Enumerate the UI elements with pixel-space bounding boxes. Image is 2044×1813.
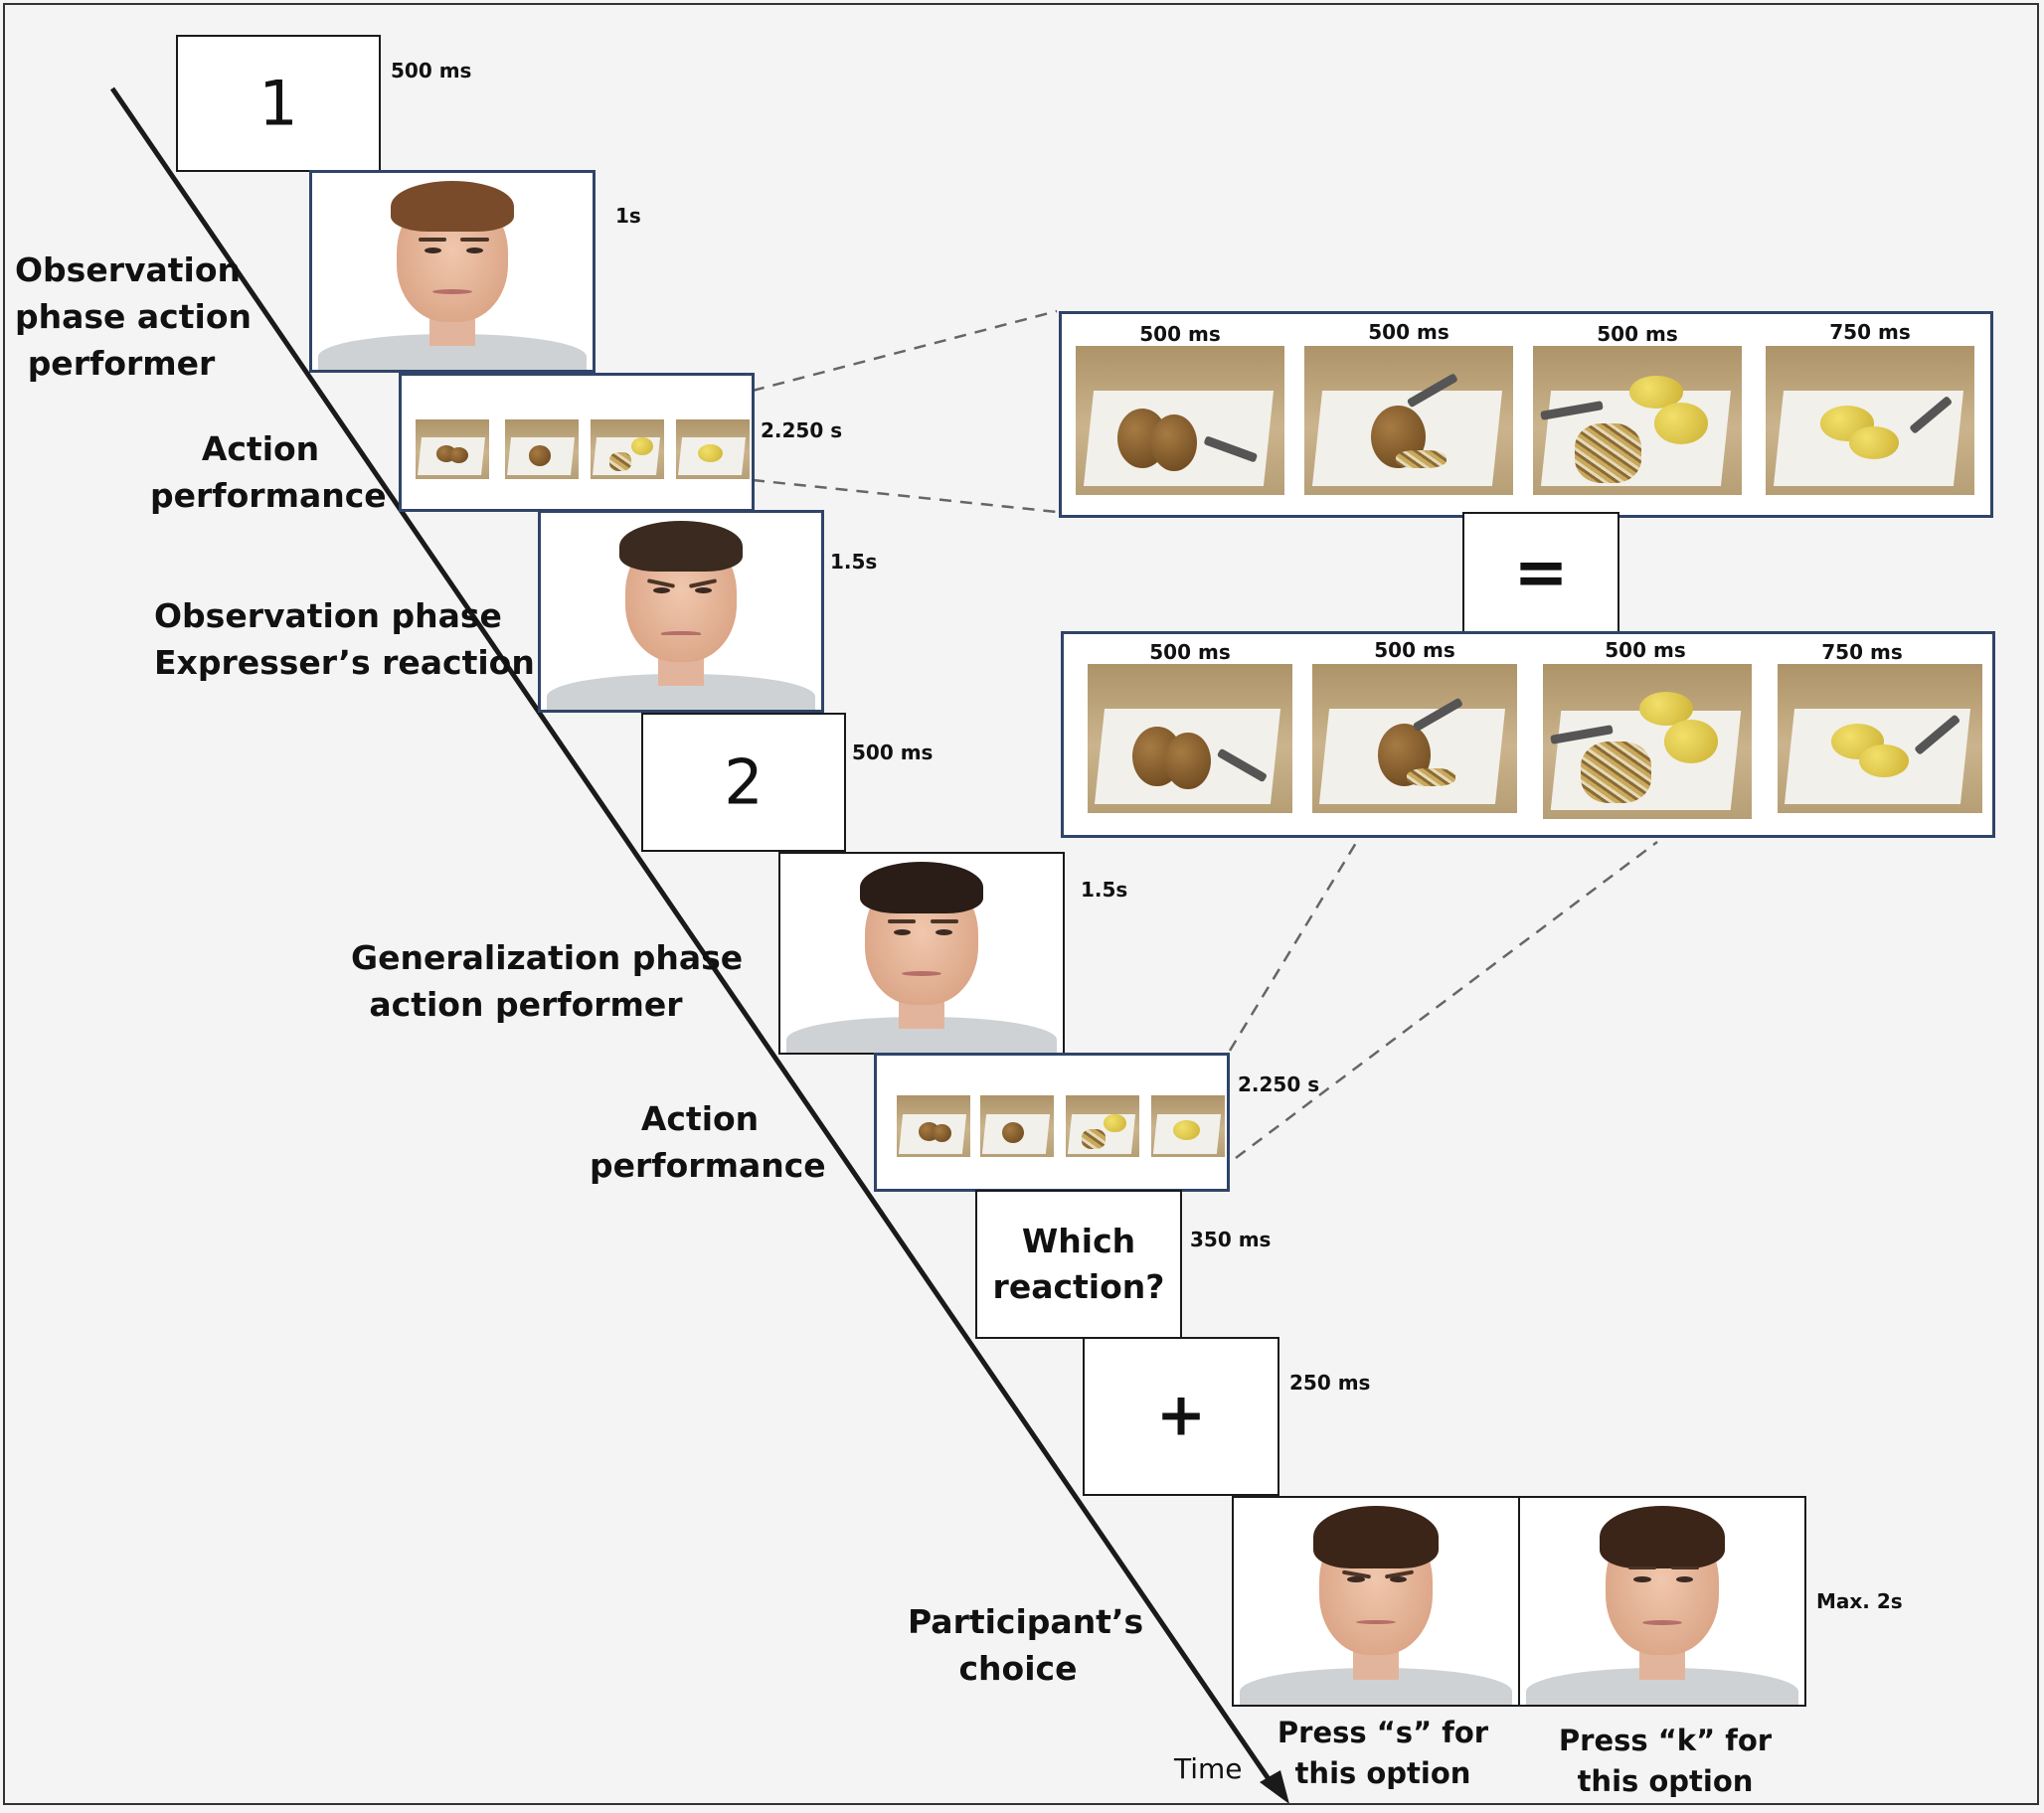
choice-option-k-frame bbox=[1518, 1496, 1806, 1707]
label-participant-choice: Participant’s choice bbox=[908, 1602, 1144, 1688]
zoom-top-label-3: 500 ms bbox=[1597, 322, 1678, 346]
choice-duration: Max. 2s bbox=[1816, 1589, 1903, 1613]
performer-face-gen-duration: 1.5s bbox=[1081, 878, 1128, 902]
zoom-bottom-photo-2 bbox=[1312, 664, 1517, 813]
equals-frame: = bbox=[1462, 512, 1619, 635]
performer-gen-face-photo bbox=[780, 854, 1063, 1053]
action-thumb-1 bbox=[416, 419, 489, 479]
cue-1-duration: 500 ms bbox=[391, 59, 472, 82]
label-action-performance-2: Action performance bbox=[590, 1099, 826, 1185]
cue-2-frame: 2 bbox=[641, 713, 846, 852]
zoom-bottom-photo-3 bbox=[1543, 664, 1752, 819]
expresser-face-frame bbox=[538, 510, 824, 713]
question-duration: 350 ms bbox=[1190, 1228, 1272, 1251]
action-gen-thumb-2 bbox=[980, 1095, 1054, 1157]
zoom-sequence-top: 500 ms 500 ms 500 ms 750 ms bbox=[1059, 311, 1993, 518]
zoom-top-photo-4 bbox=[1766, 346, 1974, 495]
option-s-instruction: Press “s” for this option bbox=[1277, 1716, 1489, 1791]
action-gen-thumb-1 bbox=[897, 1095, 970, 1157]
zoom-line-bottom-b bbox=[1235, 841, 1658, 1159]
question-line-1: Which bbox=[1021, 1221, 1136, 1260]
zoom-top-label-1: 500 ms bbox=[1139, 322, 1221, 346]
zoom-top-label-2: 500 ms bbox=[1368, 320, 1449, 344]
zoom-top-photo-1 bbox=[1076, 346, 1284, 495]
action-thumb-3 bbox=[591, 419, 664, 479]
choice-s-face-photo bbox=[1234, 1498, 1518, 1705]
zoom-top-photo-3 bbox=[1533, 346, 1742, 495]
action-gen-duration: 2.250 s bbox=[1238, 1072, 1320, 1096]
equals-sign: = bbox=[1513, 533, 1569, 610]
zoom-bottom-label-3: 500 ms bbox=[1605, 638, 1686, 662]
question-line-2: reaction? bbox=[992, 1267, 1165, 1306]
performer-face-frame-gen bbox=[778, 852, 1065, 1055]
zoom-top-photo-2 bbox=[1304, 346, 1513, 495]
zoom-bottom-label-1: 500 ms bbox=[1149, 640, 1231, 664]
zoom-bottom-photo-1 bbox=[1088, 664, 1292, 813]
zoom-line-top-b bbox=[752, 478, 1058, 514]
fixation-cross: + bbox=[1155, 1380, 1207, 1450]
zoom-bottom-photo-4 bbox=[1778, 664, 1982, 813]
question-text: Which reaction? bbox=[977, 1219, 1180, 1310]
cue-1-numeral: 1 bbox=[258, 67, 298, 140]
action-gen-thumb-4 bbox=[1151, 1095, 1225, 1157]
zoom-bottom-label-2: 500 ms bbox=[1374, 638, 1455, 662]
performer-face-photo bbox=[312, 173, 593, 370]
trial-sequence-diagram: 1 500 ms 1s 2.250 s 1.5s 2 500 ms bbox=[3, 3, 2039, 1805]
action-thumb-2 bbox=[505, 419, 579, 479]
action-obs-duration: 2.250 s bbox=[761, 418, 843, 442]
label-observation-expresser: Observation phase Expresser’s reaction bbox=[154, 596, 535, 682]
action-thumb-4 bbox=[676, 419, 750, 479]
zoom-line-bottom-a bbox=[1228, 837, 1361, 1052]
zoom-top-label-4: 750 ms bbox=[1829, 320, 1911, 344]
option-k-instruction: Press “k” for this option bbox=[1558, 1724, 1773, 1799]
zoom-bottom-label-4: 750 ms bbox=[1821, 640, 1903, 664]
action-frame-gen bbox=[874, 1053, 1230, 1192]
label-observation-performer: Observation phase action performer bbox=[15, 250, 252, 383]
fixation-frame: + bbox=[1083, 1337, 1279, 1496]
choice-option-s-frame bbox=[1232, 1496, 1520, 1707]
performer-face-obs-duration: 1s bbox=[615, 204, 641, 228]
label-generalization-performer: Generalization phase action performer bbox=[351, 938, 744, 1024]
cue-2-duration: 500 ms bbox=[852, 741, 934, 764]
cue-1-frame: 1 bbox=[176, 35, 381, 172]
expresser-face-photo bbox=[541, 513, 821, 710]
timeline-arrow-line bbox=[109, 86, 1280, 1794]
diagram-lines bbox=[109, 86, 1658, 1803]
action-frame-obs bbox=[399, 373, 755, 512]
choice-k-face-photo bbox=[1520, 1498, 1804, 1705]
zoom-line-top-a bbox=[752, 309, 1058, 393]
zoom-sequence-bottom: 500 ms 500 ms 500 ms 750 ms bbox=[1061, 631, 1995, 838]
time-axis-label: Time bbox=[1174, 1752, 1243, 1785]
cue-2-numeral: 2 bbox=[724, 745, 764, 819]
performer-face-frame-obs bbox=[309, 170, 596, 373]
timeline-arrowhead bbox=[1260, 1770, 1289, 1803]
question-frame: Which reaction? bbox=[975, 1190, 1182, 1339]
expresser-face-duration: 1.5s bbox=[830, 550, 878, 574]
label-action-performance-1: Action performance bbox=[150, 429, 387, 515]
fixation-duration: 250 ms bbox=[1289, 1371, 1371, 1395]
action-gen-thumb-3 bbox=[1066, 1095, 1139, 1157]
